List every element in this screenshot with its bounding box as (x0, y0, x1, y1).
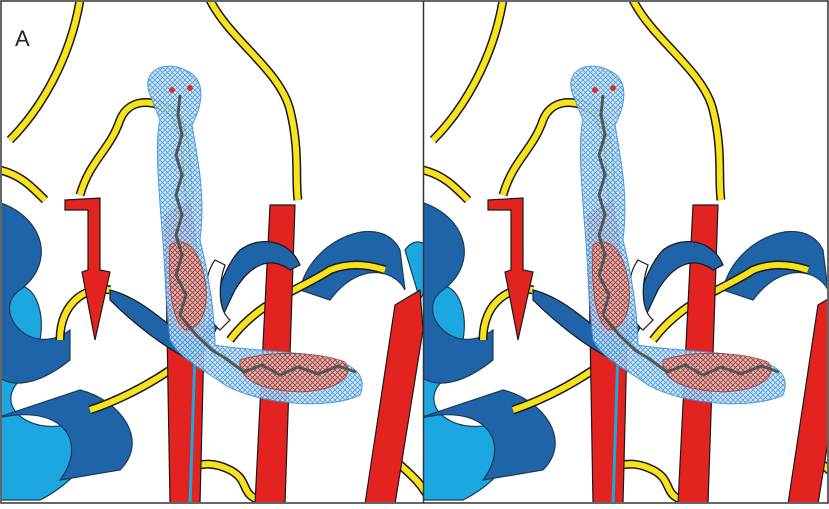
panel-label: A (15, 26, 30, 52)
stereo-left-panel (0, 0, 433, 504)
stereo-right-panel (413, 0, 829, 504)
